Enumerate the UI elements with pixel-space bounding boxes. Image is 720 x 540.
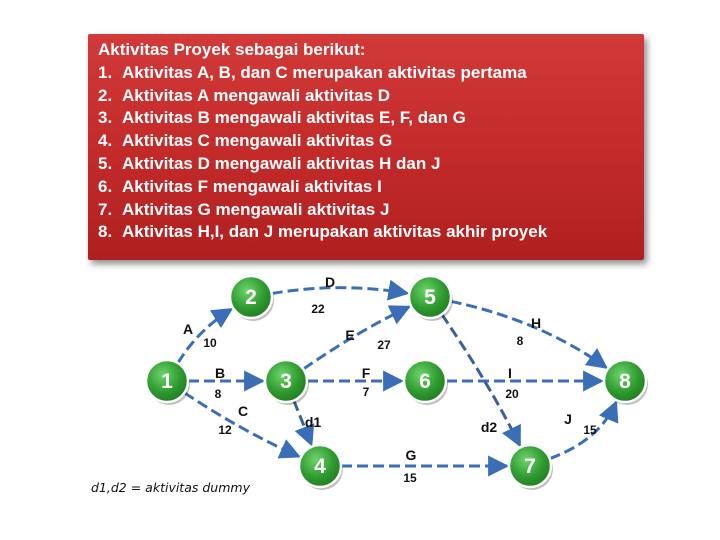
event-node-2: 2	[228, 274, 274, 321]
event-node-1: 1	[144, 358, 190, 405]
activity-label-d: D	[325, 274, 335, 290]
duration-label-c: 12	[218, 423, 232, 437]
event-node-label: 5	[424, 286, 436, 309]
event-node-5: 5	[407, 274, 453, 321]
item-number: 3.	[98, 108, 113, 128]
dummy-label-d1: d1	[305, 414, 322, 430]
activity-label-a: A	[183, 321, 193, 337]
dummy-arrow-d2	[440, 313, 522, 448]
event-node-3: 3	[263, 358, 309, 405]
dummy-arrow-d1	[292, 399, 315, 447]
activity-arrow-d	[271, 279, 410, 301]
event-node-label: 3	[280, 370, 292, 393]
activity-list-box: Aktivitas Proyek sebagai berikut: 1. Akti…	[88, 34, 644, 260]
event-node-label: 1	[161, 370, 173, 393]
event-node-8: 8	[602, 358, 648, 405]
item-number: 6.	[98, 176, 113, 196]
activity-arrow-c	[183, 391, 301, 459]
activity-list-item: 1. Aktivitas A, B, dan C merupakan aktivi…	[98, 62, 634, 85]
item-text: Aktivitas D mengawali aktivitas H dan J	[122, 153, 441, 173]
activity-list-item: 8. Aktivitas H,I, dan J merupakan aktivit…	[98, 221, 634, 244]
dummy-note: d1,d2 = aktivitas dummy	[91, 480, 250, 495]
dummy-label-d2: d2	[481, 419, 498, 435]
activity-arrow-e	[302, 305, 412, 371]
activity-label-j: J	[564, 411, 572, 427]
activity-arrow-a	[176, 307, 234, 364]
item-text: Aktivitas B mengawali aktivitas E, F, da…	[122, 108, 466, 128]
duration-label-g: 15	[403, 471, 417, 485]
event-node-label: 4	[314, 455, 326, 478]
duration-label-i: 20	[505, 387, 519, 401]
activity-label-h: H	[531, 315, 541, 331]
duration-label-a: 10	[203, 336, 217, 350]
activity-label-e: E	[345, 327, 354, 343]
duration-label-j: 15	[583, 423, 597, 437]
activity-list-item: 2. Aktivitas A mengawali aktivitas D	[98, 85, 634, 108]
activity-arrow-h	[450, 299, 609, 369]
item-number: 1.	[98, 62, 113, 82]
event-node-label: 2	[245, 286, 257, 309]
item-number: 2.	[98, 85, 113, 105]
event-node-7: 7	[507, 443, 553, 490]
event-node-6: 6	[402, 358, 448, 405]
event-node-label: 7	[524, 455, 536, 478]
activity-list-title: Aktivitas Proyek sebagai berikut:	[98, 40, 366, 59]
item-text: Aktivitas A, B, dan C merupakan aktivita…	[122, 62, 527, 82]
duration-label-e: 27	[377, 338, 391, 352]
item-text: Aktivitas A mengawali aktivitas D	[122, 85, 391, 105]
event-node-label: 8	[619, 370, 631, 393]
event-node-4: 4	[297, 443, 343, 490]
item-text: Aktivitas F mengawali aktivitas I	[122, 176, 382, 196]
duration-label-f: 7	[363, 385, 370, 399]
activity-label-f: F	[362, 365, 371, 381]
duration-label-d: 22	[311, 302, 325, 316]
activity-label-i: I	[508, 365, 512, 381]
item-number: 4.	[98, 131, 113, 151]
activity-list: Aktivitas Proyek sebagai berikut: 1. Akti…	[98, 39, 634, 244]
item-number: 7.	[98, 199, 113, 219]
activity-arrow-j	[549, 400, 619, 461]
activity-list-item: 4. Aktivitas C mengawali aktivitas G	[98, 130, 634, 153]
activity-list-item: 5. Aktivitas D mengawali aktivitas H dan …	[98, 153, 634, 176]
duration-label-b: 8	[215, 387, 222, 401]
edges-layer	[176, 279, 619, 477]
event-node-label: 6	[419, 370, 431, 393]
item-text: Aktivitas H,I, dan J merupakan aktivitas…	[122, 222, 548, 242]
activity-list-item: 7. Aktivitas G mengawali aktivitas J	[98, 199, 634, 222]
item-text: Aktivitas G mengawali aktivitas J	[122, 199, 390, 219]
activity-label-c: C	[238, 403, 248, 419]
item-number: 5.	[98, 153, 113, 173]
item-number: 8.	[98, 222, 113, 242]
activity-list-item: 3. Aktivitas B mengawali aktivitas E, F, …	[98, 107, 634, 130]
activity-label-g: G	[406, 447, 417, 463]
activity-label-b: B	[215, 365, 225, 381]
duration-label-h: 8	[517, 334, 524, 348]
item-text: Aktivitas C mengawali aktivitas G	[122, 131, 393, 151]
activity-list-item: 6. Aktivitas F mengawali aktivitas I	[98, 176, 634, 199]
